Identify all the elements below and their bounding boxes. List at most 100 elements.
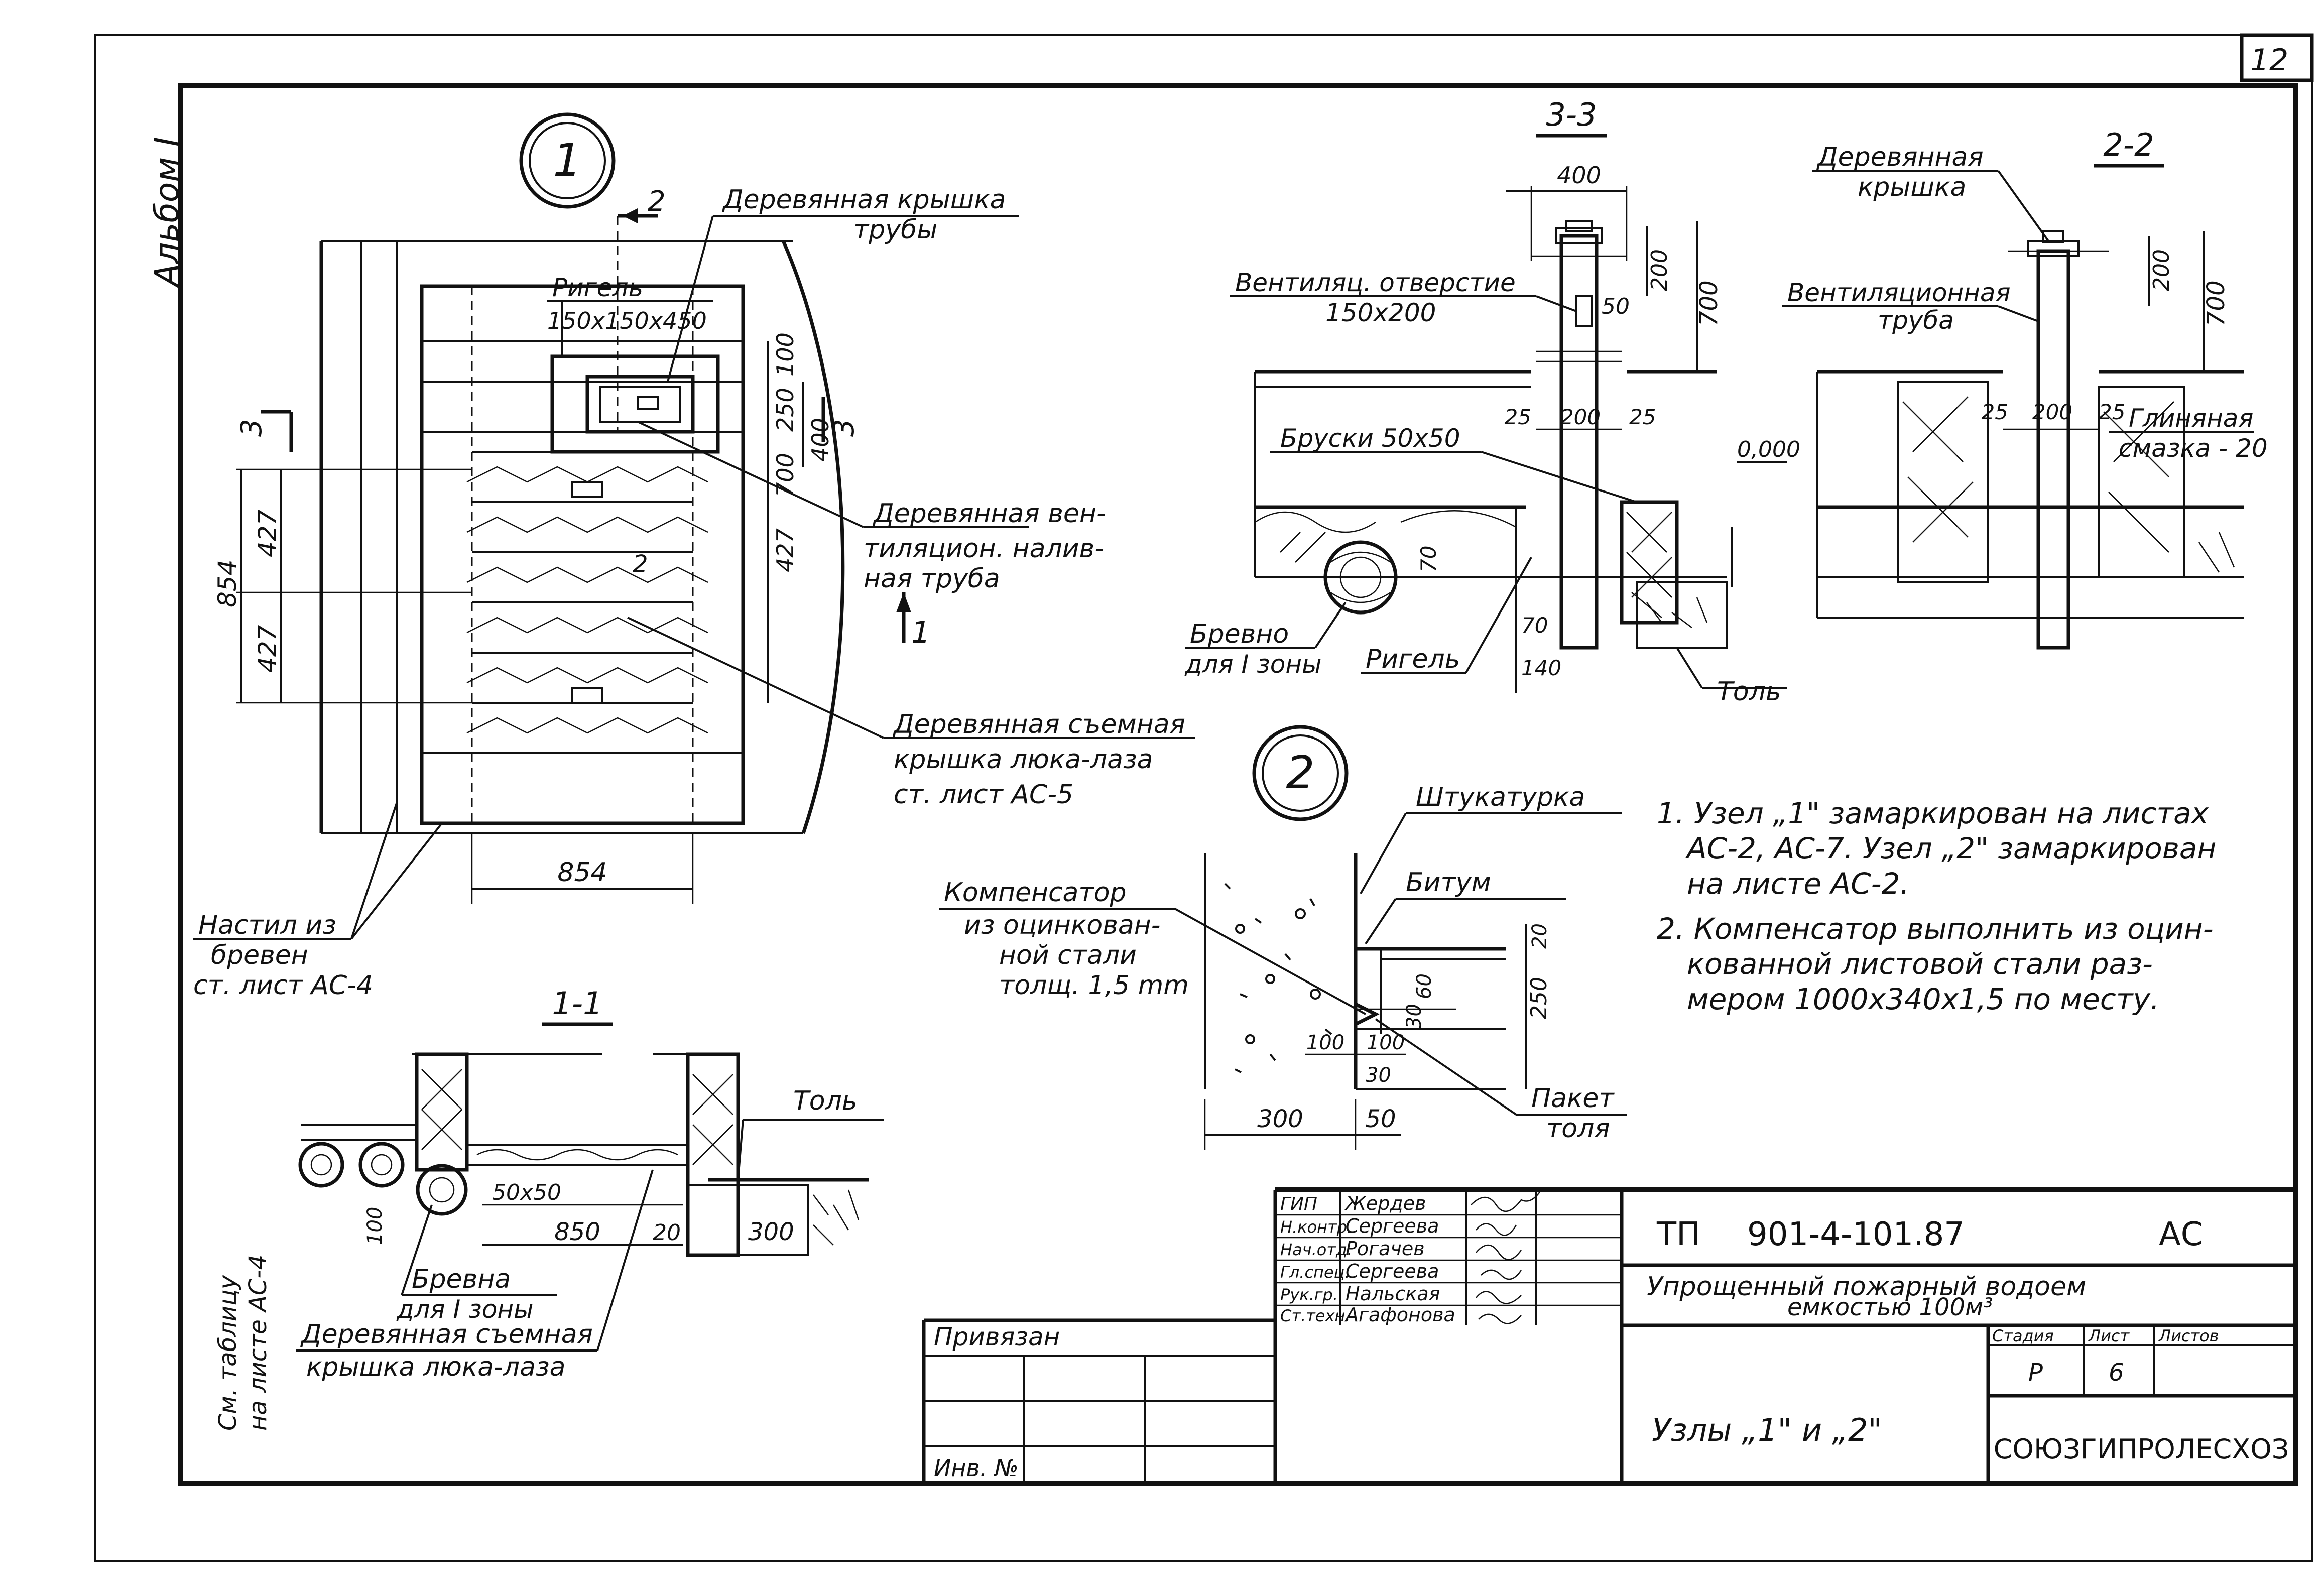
dim-25-right: 25 xyxy=(1629,405,1656,429)
dim-850: 850 xyxy=(554,1218,600,1246)
dim-140: 140 xyxy=(1521,656,1561,680)
doc-code: 901-4-101.87 xyxy=(1747,1216,1965,1253)
dim-300: 300 xyxy=(748,1218,794,1246)
caption-clay: Глиняная xyxy=(2129,404,2254,433)
title-block: Привязан Инв. № ГИП Н.контр. Нач.отд. Гл… xyxy=(922,1187,2295,1484)
vent-pipe-plan xyxy=(585,375,695,434)
dim-50: 50 xyxy=(1365,1105,1396,1133)
dim-70-a: 70 xyxy=(1416,546,1441,572)
doc-mark: АС xyxy=(2159,1216,2203,1253)
caption-hatch: Деревянная съемная xyxy=(893,709,1185,740)
sheet-frame: 1 2 Альбом I xyxy=(94,33,2314,1562)
dim-25-left: 25 xyxy=(1982,400,2008,424)
caption-rigel: Ригель xyxy=(552,273,643,302)
dim-30-vertical: 30 xyxy=(1403,1004,1426,1029)
note-line-4: 2. Компенсатор выполнить из оцин- xyxy=(1657,912,2214,946)
dim-25-left: 25 xyxy=(1505,405,1531,429)
dim-200-inner: 200 xyxy=(1560,405,1601,429)
dim-60: 60 xyxy=(1413,973,1436,999)
caption-log-2: для I зоны xyxy=(1184,650,1322,679)
caption-lid-2: трубы xyxy=(853,215,937,245)
caption-see-table: См. таблицу xyxy=(214,1275,242,1431)
node-2: 2 20 250 60 30 100 100 30 300 50 xyxy=(939,725,1627,1150)
note-line-1: 1. Узел „1" замаркирован на листах xyxy=(1657,796,2209,830)
caption-deck-3: ст. лист АС-4 xyxy=(193,970,373,1001)
dim-300: 300 xyxy=(1257,1105,1303,1133)
caption-vent-hole-2: 150x200 xyxy=(1325,298,1436,327)
cut-2-label: 2 xyxy=(648,185,666,218)
caption-hatch: Деревянная съемная xyxy=(300,1319,593,1349)
caption-hatch-3: ст. лист АС-5 xyxy=(894,780,1073,810)
dim-30-horizontal: 30 xyxy=(1366,1064,1391,1087)
note-line-3: на листе АС-2. xyxy=(1687,867,1909,901)
cut-1-label: 1 xyxy=(911,615,930,650)
role-sttekhn: Ст.техн. xyxy=(1280,1306,1351,1325)
dim-427-lower: 427 xyxy=(253,625,282,673)
caption-see-table-2: на листе АС-4 xyxy=(244,1255,272,1431)
cut-3-left: 3 xyxy=(235,419,268,437)
caption-logs: Бревна xyxy=(412,1264,511,1294)
caption-rigel-size: 150x150x450 xyxy=(547,307,707,334)
level-0000: 0,000 xyxy=(1737,437,1800,462)
dim-400: 400 xyxy=(1557,162,1601,189)
caption-lid: Деревянная xyxy=(1816,142,1984,172)
caption-compensator-3: ной стали xyxy=(999,940,1137,970)
node-2-marker: 2 xyxy=(1286,747,1314,799)
signatures xyxy=(1471,1189,1542,1324)
dim-200: 200 xyxy=(2149,249,2174,291)
node-1-marker: 1 xyxy=(553,134,581,187)
caption-pack: Пакет xyxy=(1531,1083,1615,1114)
caption-deck: Настил из xyxy=(198,910,336,940)
dim-50x50: 50x50 xyxy=(492,1180,561,1205)
caption-clay-2: смазка - 20 xyxy=(2119,434,2268,463)
plank-2-label: 2 xyxy=(633,550,648,578)
note-line-5: кованной листовой стали раз- xyxy=(1687,947,2153,981)
note-line-6: мером 1000x340x1,5 по месту. xyxy=(1687,982,2159,1016)
object-title-2: емкостью 100м³ xyxy=(1787,1293,1993,1321)
caption-log: Бревно xyxy=(1190,619,1289,649)
col-sheets: Листов xyxy=(2158,1326,2219,1345)
dim-427-upper: 427 xyxy=(253,509,282,557)
caption-tol: Толь xyxy=(1717,677,1781,707)
role-glspec: Гл.спец. xyxy=(1280,1263,1350,1282)
caption-lid-2: крышка xyxy=(1858,172,1966,202)
name-2: Сергеева xyxy=(1346,1215,1439,1237)
dim-20: 20 xyxy=(1528,923,1551,949)
role-nkontr: Н.контр. xyxy=(1280,1217,1352,1237)
section-1-1: 1-1 50x50 850 20 300 100 Толь Брев xyxy=(214,985,884,1431)
caption-vent-hole: Вентиляц. отверстие xyxy=(1235,268,1516,297)
section-3-3-title: 3-3 xyxy=(1546,96,1597,133)
dim-854-horizontal: 854 xyxy=(557,857,607,888)
section-1-1-title: 1-1 xyxy=(552,985,602,1022)
rigel-plan xyxy=(550,354,720,454)
notes-block: 1. Узел „1" замаркирован на листах АС-2,… xyxy=(1657,796,2216,1016)
dim-100: 100 xyxy=(363,1207,387,1245)
caption-pack-2: толя xyxy=(1546,1114,1610,1144)
role-gip: ГИП xyxy=(1280,1194,1317,1214)
caption-hatch-2: крышка люка-лаза xyxy=(306,1352,566,1382)
dim-700: 700 xyxy=(2202,280,2230,326)
name-3: Рогачев xyxy=(1346,1238,1425,1260)
section-2-2: 2-2 200 700 25 200 25 Деревянная крышка … xyxy=(1782,127,2268,650)
caption-pipe-2: тиляцион. налив- xyxy=(864,534,1104,564)
section-2-2-title: 2-2 xyxy=(2103,127,2154,163)
dim-100: 100 xyxy=(772,332,799,377)
caption-pipe: Деревянная вен- xyxy=(873,499,1106,529)
role-nachotd: Нач.отд. xyxy=(1280,1240,1352,1259)
caption-hatch-2: крышка люка-лаза xyxy=(894,745,1153,775)
caption-compensator-4: толщ. 1,5 mm xyxy=(999,970,1189,1001)
dim-250: 250 xyxy=(1526,977,1552,1019)
caption-compensator: Компенсатор xyxy=(944,878,1127,908)
caption-rigel: Ригель xyxy=(1366,644,1460,674)
album-label: Альбом I xyxy=(148,137,186,288)
dim-100-left: 100 xyxy=(1306,1031,1344,1054)
node-1-marker-circle xyxy=(519,112,616,209)
col-sheet: Лист xyxy=(2088,1326,2130,1345)
name-6: Агафонова xyxy=(1344,1304,1455,1326)
object-title: Упрощенный пожарный водоем xyxy=(1647,1272,2086,1302)
dim-200: 200 xyxy=(1647,249,1672,291)
caption-lid: Деревянная крышка xyxy=(722,185,1006,215)
section-3-3: 3-3 400 200 xyxy=(1184,96,1800,707)
caption-pipe: Вентиляционная xyxy=(1787,278,2011,307)
sheet-value: 6 xyxy=(2109,1359,2124,1387)
